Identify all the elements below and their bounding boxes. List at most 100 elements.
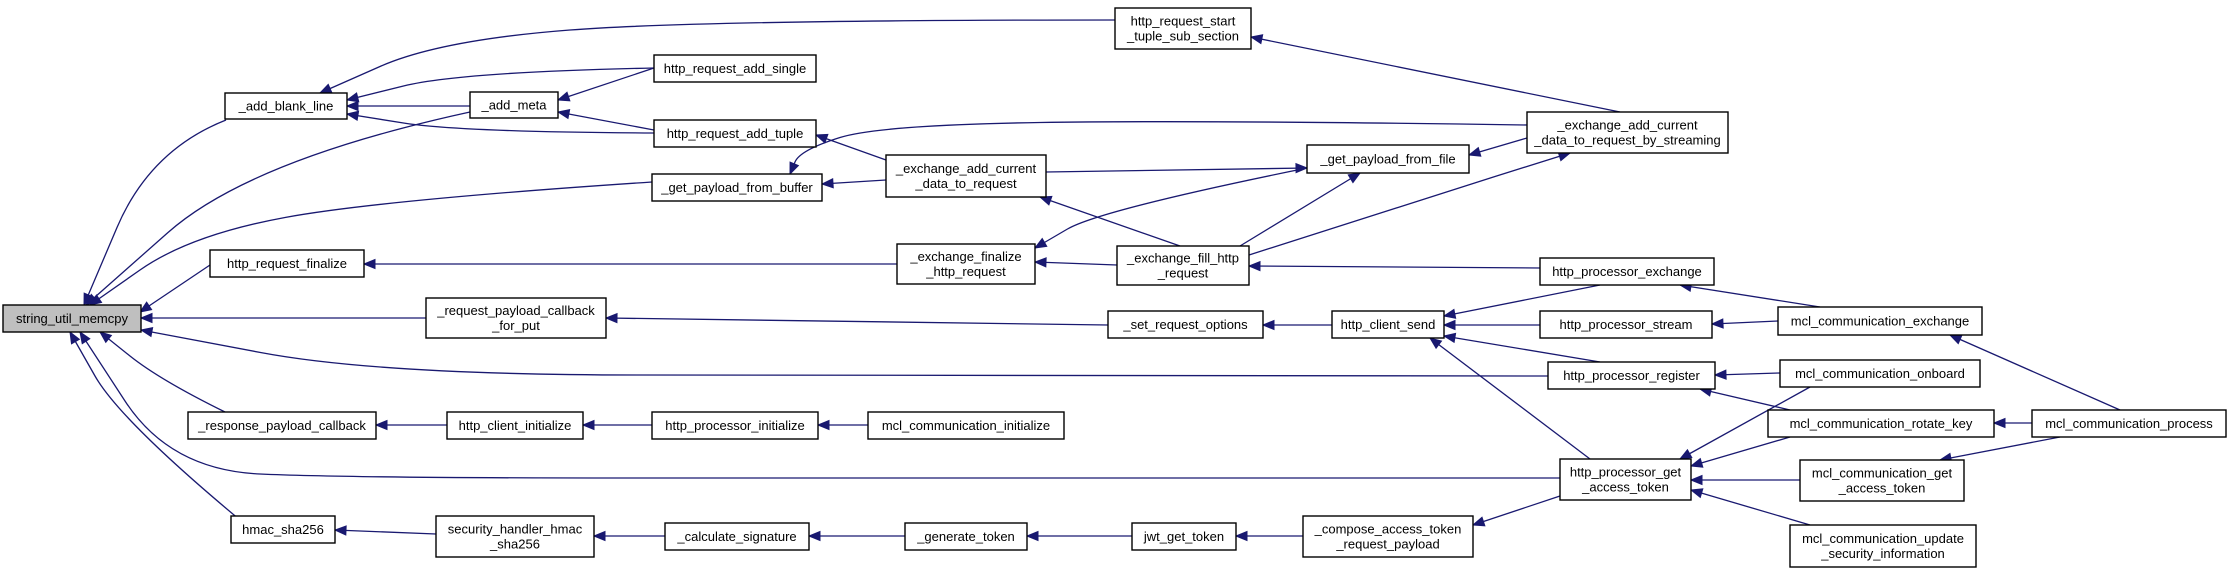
node-response-payload-callback[interactable]: _response_payload_callback [187, 411, 377, 440]
node-mcl-communication-process[interactable]: mcl_communication_process [2031, 409, 2227, 438]
arrowhead [1249, 34, 1264, 45]
node-mcl-communication-initialize[interactable]: mcl_communication_initialize [867, 411, 1065, 440]
edge-request-payload-callback-for-put-to-root [139, 312, 426, 324]
arrowhead [318, 83, 333, 94]
node-http-request-add-single[interactable]: http_request_add_single [653, 54, 817, 83]
arrowhead [814, 133, 829, 144]
node-jwt-get-token[interactable]: jwt_get_token [1131, 522, 1237, 551]
arrowhead [820, 178, 834, 189]
node-label-line: _exchange_add_current [895, 161, 1037, 176]
node-exchange-fill-http-request[interactable]: _exchange_fill_http_request [1116, 245, 1250, 286]
arrowhead [1710, 318, 1724, 329]
edge-mcl-communication-exchange-to-http-processor-stream [1710, 318, 1779, 329]
edge-line [815, 134, 887, 161]
node-add-blank-line[interactable]: _add_blank_line [224, 92, 348, 120]
node-security-handler-hmac-sha256[interactable]: security_handler_hmac_sha256 [435, 515, 595, 558]
edge-line [1679, 284, 1821, 308]
arrowhead [79, 330, 91, 345]
edge-http-request-add-tuple-to-add-meta [556, 108, 655, 131]
node-box [209, 249, 365, 278]
node-http-processor-exchange[interactable]: http_processor_exchange [1539, 257, 1715, 286]
edge-line [1690, 489, 1811, 526]
node-box [1789, 524, 1977, 568]
node-label-line: _request [1157, 266, 1209, 281]
node-http-request-finalize[interactable]: http_request_finalize [209, 249, 365, 278]
node-exchange-add-current-data-to-request[interactable]: _exchange_add_current_data_to_request [885, 154, 1047, 198]
node-http-processor-register[interactable]: http_processor_register [1547, 361, 1716, 390]
edge-mcl-communication-process-to-mcl-communication-get-access-token [1938, 436, 2061, 463]
node-generate-token[interactable]: _generate_token [904, 522, 1028, 551]
edge-line [346, 113, 655, 134]
node-hmac-sha256[interactable]: hmac_sha256 [230, 515, 336, 544]
node-request-payload-callback-for-put[interactable]: _request_payload_callback_for_put [425, 297, 607, 339]
node-mcl-communication-update-security-information[interactable]: mcl_communication_update_security_inform… [1789, 524, 1977, 568]
edges-layer [69, 19, 2121, 542]
node-label-line: mcl_communication_rotate_key [1790, 416, 1973, 431]
arrowhead [1689, 474, 1703, 486]
node-http-request-add-tuple[interactable]: http_request_add_tuple [653, 119, 817, 148]
node-box [230, 515, 336, 544]
node-http-request-start-tuple-sub-section[interactable]: http_request_start_tuple_sub_section [1114, 7, 1252, 50]
node-label-line: _request_payload [1335, 537, 1439, 552]
node-label-line: http_client_send [1341, 317, 1436, 332]
node-root[interactable]: string_util_memcpy [2, 304, 142, 333]
edge-mcl-communication-rotate-key-to-http-processor-get-access-token [1689, 436, 1791, 468]
node-http-processor-initialize[interactable]: http_processor_initialize [651, 411, 819, 440]
node-label-line: mcl_communication_onboard [1795, 366, 1965, 381]
arrowhead [139, 312, 153, 324]
node-exchange-add-current-data-to-request-by-streaming[interactable]: _exchange_add_current_data_to_request_by… [1526, 111, 1729, 154]
node-mcl-communication-rotate-key[interactable]: mcl_communication_rotate_key [1767, 409, 1995, 438]
edge-mcl-communication-onboard-to-http-processor-register [1713, 369, 1781, 380]
arrowhead [1442, 308, 1457, 319]
node-box [1559, 458, 1692, 501]
node-label-line: mcl_communication_get [1812, 466, 1953, 481]
arrowhead [1948, 334, 1963, 345]
arrowhead [1689, 457, 1704, 468]
node-label-line: http_processor_initialize [665, 418, 804, 433]
edge-exchange-fill-http-request-to-get-payload-from-file [1239, 172, 1362, 247]
node-http-client-initialize[interactable]: http_client_initialize [446, 411, 584, 440]
edge-compose-access-token-request-payload-to-jwt-get-token [1234, 530, 1303, 542]
node-set-request-options[interactable]: _set_request_options [1107, 310, 1264, 339]
node-box [1302, 515, 1474, 558]
edge-http-request-finalize-to-root [138, 264, 211, 313]
edge-line [140, 329, 1549, 377]
node-http-client-send[interactable]: http_client_send [1331, 310, 1445, 339]
node-http-processor-get-access-token[interactable]: http_processor_get_access_token [1559, 458, 1692, 501]
edge-mcl-communication-rotate-key-to-http-processor-register [1698, 386, 1791, 411]
edge-line [83, 119, 227, 306]
edge-line [1039, 196, 1181, 247]
node-compose-access-token-request-payload[interactable]: _compose_access_token_request_payload [1302, 515, 1474, 558]
node-calculate-signature[interactable]: _calculate_signature [664, 522, 810, 551]
edge-line [1949, 334, 2121, 411]
node-mcl-communication-onboard[interactable]: mcl_communication_onboard [1779, 359, 1981, 388]
node-box [653, 119, 817, 148]
node-box [1306, 144, 1470, 174]
node-label-line: _add_blank_line [238, 99, 334, 114]
node-add-meta[interactable]: _add_meta [469, 91, 559, 119]
edge-mcl-communication-get-access-token-to-http-processor-get-access-token [1689, 474, 1800, 486]
edge-line [139, 264, 211, 313]
arrowhead [556, 91, 571, 102]
edge-line [605, 317, 1109, 326]
node-box [1779, 359, 1981, 388]
node-mcl-communication-get-access-token[interactable]: mcl_communication_get_access_token [1799, 459, 1965, 502]
edge-line [319, 19, 1116, 94]
node-label-line: http_processor_register [1563, 368, 1700, 383]
arrowhead [1025, 530, 1039, 542]
edge-http-processor-get-access-token-to-root [79, 330, 1560, 479]
edge-line [1250, 36, 1621, 113]
edge-line [1679, 386, 1811, 460]
edge-exchange-finalize-http-request-to-http-request-finalize [362, 258, 897, 270]
node-label-line: _exchange_finalize [909, 249, 1021, 264]
node-exchange-finalize-http-request[interactable]: _exchange_finalize_http_request [896, 243, 1036, 285]
node-mcl-communication-exchange[interactable]: mcl_communication_exchange [1777, 306, 1983, 336]
node-label-line: http_processor_get [1570, 465, 1682, 480]
node-label-line: http_request_add_single [664, 61, 806, 76]
node-http-processor-stream[interactable]: http_processor_stream [1539, 310, 1713, 339]
node-box [896, 243, 1036, 285]
arrowhead [556, 108, 571, 120]
node-get-payload-from-file[interactable]: _get_payload_from_file [1306, 144, 1470, 174]
edge-line [346, 67, 655, 101]
node-get-payload-from-buffer[interactable]: _get_payload_from_buffer [651, 173, 823, 202]
